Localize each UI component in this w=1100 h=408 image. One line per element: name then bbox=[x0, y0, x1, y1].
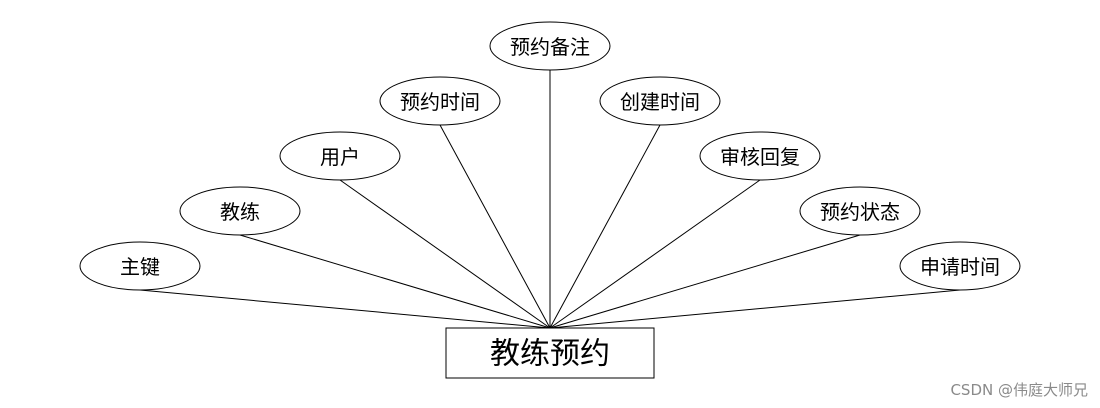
connector-review-reply bbox=[549, 179, 761, 329]
attribute-apply-time: 申请时间 bbox=[899, 241, 1021, 291]
connector-booking-time bbox=[439, 124, 551, 329]
connector-apply-time bbox=[549, 289, 961, 329]
attribute-booking-status: 预约状态 bbox=[799, 186, 921, 236]
connector-user bbox=[339, 179, 551, 329]
connector-coach bbox=[239, 234, 551, 329]
connectors bbox=[139, 70, 961, 329]
entity-label: 教练预约 bbox=[490, 337, 610, 372]
attribute-booking-note: 预约备注 bbox=[489, 21, 611, 71]
attribute-coach: 教练 bbox=[179, 186, 301, 236]
attribute-label: 主键 bbox=[120, 255, 160, 279]
attribute-booking-time: 预约时间 bbox=[379, 76, 501, 126]
attribute-label: 申请时间 bbox=[920, 255, 1000, 279]
attribute-label: 预约状态 bbox=[820, 200, 900, 224]
connector-booking-status bbox=[549, 234, 861, 329]
attribute-label: 教练 bbox=[220, 200, 260, 224]
connector-primary-key bbox=[139, 289, 551, 329]
attribute-label: 预约备注 bbox=[510, 35, 590, 59]
attribute-primary-key: 主键 bbox=[79, 241, 201, 291]
attribute-review-reply: 审核回复 bbox=[699, 131, 821, 181]
watermark: CSDN @伟庭大师兄 bbox=[950, 381, 1088, 399]
attribute-label: 审核回复 bbox=[720, 145, 800, 169]
attribute-label: 用户 bbox=[320, 145, 360, 169]
attribute-create-time: 创建时间 bbox=[599, 76, 721, 126]
attribute-label: 预约时间 bbox=[400, 90, 480, 114]
attribute-label: 创建时间 bbox=[620, 90, 700, 114]
attribute-user: 用户 bbox=[279, 131, 401, 181]
entity-box: 教练预约 bbox=[445, 327, 655, 379]
connector-create-time bbox=[549, 124, 661, 329]
